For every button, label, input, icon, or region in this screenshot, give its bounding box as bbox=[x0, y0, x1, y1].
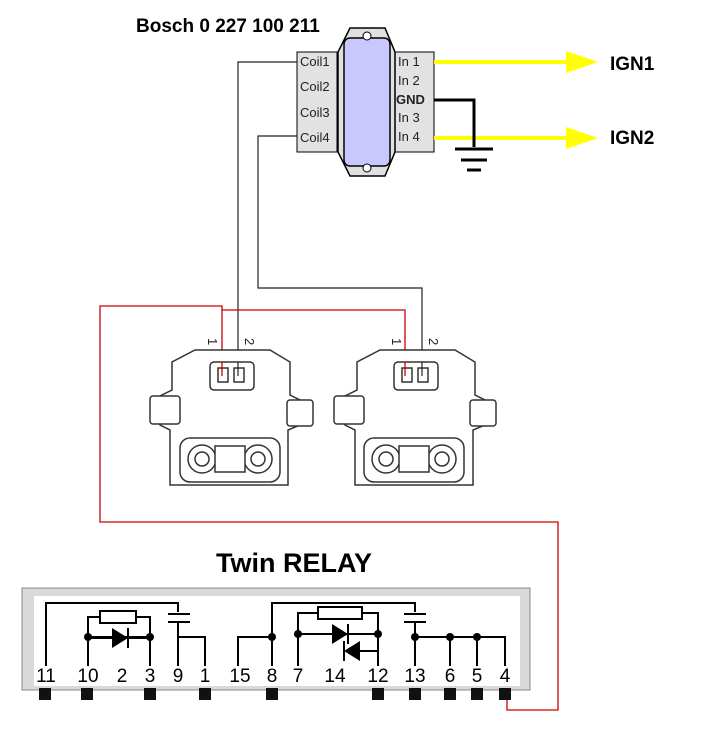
relay-pin-2: 2 bbox=[117, 666, 128, 687]
pin-in4: In 4 bbox=[398, 129, 420, 144]
relay-pin-13: 13 bbox=[404, 666, 425, 687]
relay-pin-6: 6 bbox=[445, 666, 456, 687]
relay-pin-labels: 11 10 2 3 9 1 15 8 7 14 12 13 6 5 4 bbox=[36, 666, 511, 687]
coil-left-pin2-label: 2 bbox=[242, 338, 257, 345]
coil-left-pin1-label: 1 bbox=[205, 338, 220, 345]
module-left-pin-block bbox=[296, 51, 338, 153]
diagram-title: Bosch 0 227 100 211 bbox=[136, 16, 320, 37]
coil1-wire bbox=[237, 61, 297, 362]
ignition-module: Coil1 Coil2 Coil3 Coil4 In 1 In 2 GND In… bbox=[296, 27, 435, 177]
pin-coil2: Coil2 bbox=[300, 79, 330, 94]
relay-b-resistor bbox=[317, 606, 363, 620]
pin-in2: In 2 bbox=[398, 73, 420, 88]
relay-pin-14: 14 bbox=[324, 666, 346, 687]
ign2-label: IGN2 bbox=[610, 128, 654, 149]
relay-a-diode bbox=[112, 628, 128, 648]
relay-pin-9: 9 bbox=[173, 666, 184, 687]
relay-pin-3: 3 bbox=[145, 666, 156, 687]
pin-gnd: GND bbox=[396, 92, 425, 107]
pin-in3: In 3 bbox=[398, 110, 420, 125]
relay-pin-12: 12 bbox=[367, 666, 388, 687]
relay-pin-11: 11 bbox=[36, 666, 56, 687]
pin-coil1: Coil1 bbox=[300, 54, 330, 69]
ground-wire bbox=[434, 98, 493, 172]
mount-hole-bottom bbox=[362, 163, 372, 173]
relay-pin-5: 5 bbox=[472, 666, 483, 687]
relay-pin-8: 8 bbox=[267, 666, 278, 687]
ign2-wire bbox=[434, 127, 598, 149]
relay-b-diode-1 bbox=[332, 624, 348, 644]
relay-pin-4: 4 bbox=[500, 666, 511, 687]
module-body bbox=[343, 37, 391, 167]
twin-relay bbox=[21, 587, 531, 691]
relay-pin-15: 15 bbox=[229, 666, 250, 687]
ignition-coil-left bbox=[149, 349, 314, 486]
ign1-wire bbox=[434, 51, 598, 73]
pin-coil4: Coil4 bbox=[300, 130, 330, 145]
relay-pin-10: 10 bbox=[77, 666, 98, 687]
coil-left-connector bbox=[209, 361, 255, 391]
power-wire-coil2 bbox=[222, 309, 406, 362]
ign2-arrow bbox=[566, 127, 598, 149]
coil4-wire bbox=[257, 135, 423, 362]
relay-terminals bbox=[39, 688, 511, 700]
pin-in1: In 1 bbox=[398, 54, 420, 69]
mount-hole-top bbox=[362, 31, 372, 41]
relay-a-resistor bbox=[99, 610, 137, 624]
coil-right-connector bbox=[393, 361, 439, 391]
relay-pin-7: 7 bbox=[293, 666, 304, 687]
ignition-coil-right bbox=[333, 349, 497, 486]
power-wire bbox=[99, 305, 559, 711]
relay-pin-1: 1 bbox=[200, 666, 211, 687]
ign1-arrow bbox=[566, 51, 598, 73]
pin-coil3: Coil3 bbox=[300, 105, 330, 120]
ign1-label: IGN1 bbox=[610, 54, 655, 75]
relay-title: Twin RELAY bbox=[216, 548, 372, 578]
coil-right-pin1-label: 1 bbox=[389, 338, 404, 345]
coil-right-pin2-label: 2 bbox=[426, 338, 441, 345]
module-right-pin-block bbox=[393, 51, 435, 153]
